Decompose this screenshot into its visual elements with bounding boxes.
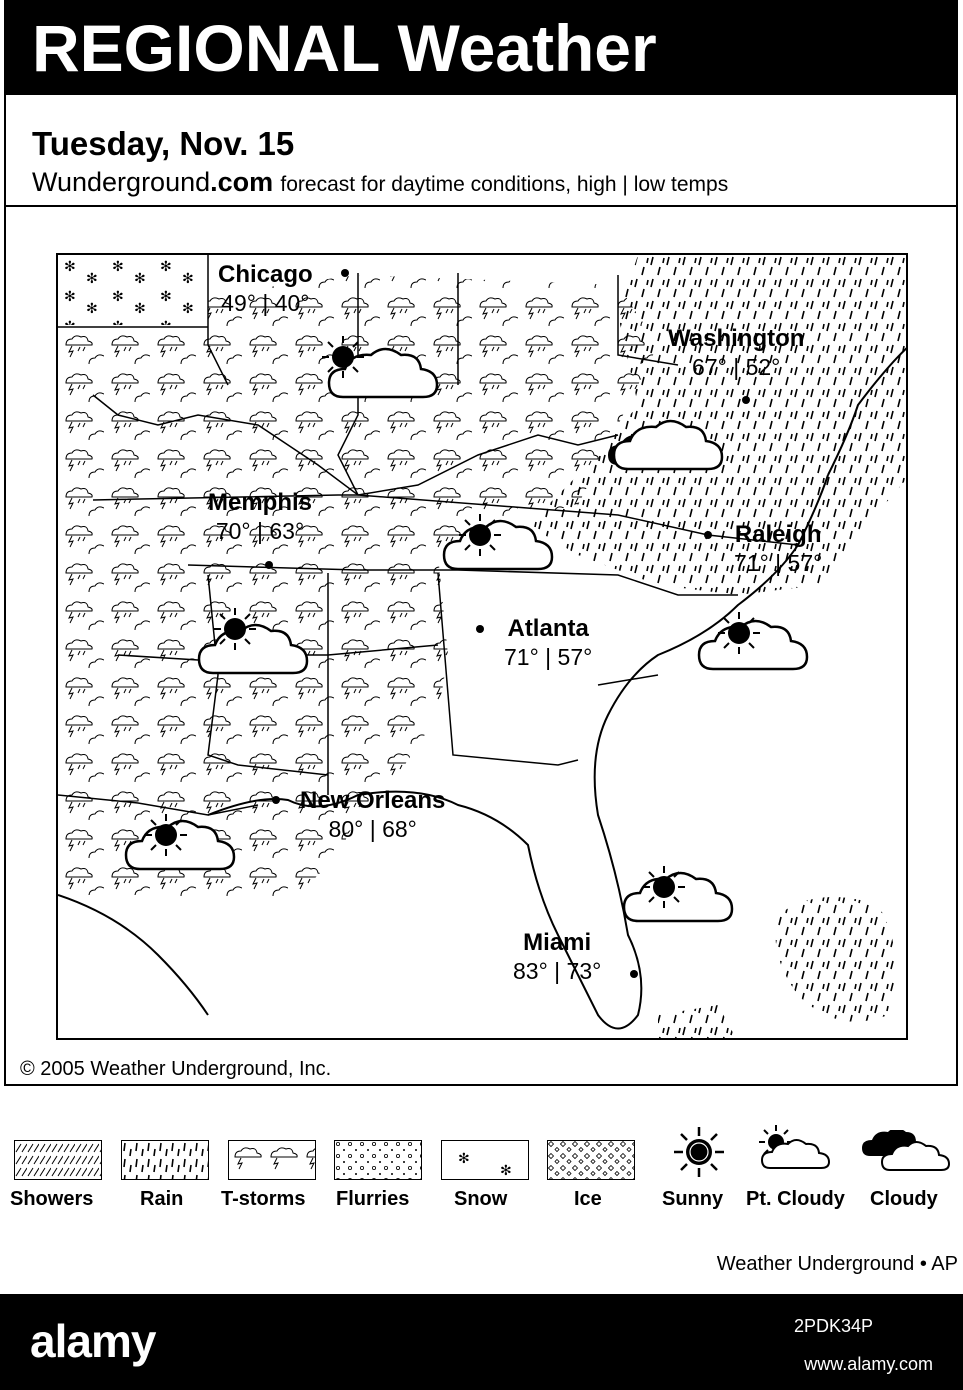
sun-icon	[674, 1127, 724, 1177]
miami-weather-icon	[622, 865, 734, 923]
raleigh-weather-icon	[697, 611, 809, 671]
flurries-pattern-icon	[334, 1140, 422, 1180]
weather-map: ✻ ✻	[56, 253, 908, 1040]
site-name: Wunderground	[32, 167, 211, 197]
city-name: Chicago	[218, 261, 313, 288]
city-washington: Washington 67° | 52°	[668, 325, 804, 381]
city-memphis: Memphis 70° | 63°	[208, 489, 312, 545]
city-temps: 67° | 52°	[692, 354, 781, 380]
legend-label-flurries: Flurries	[336, 1188, 410, 1210]
new-orleans-marker	[272, 796, 280, 804]
city-name: Atlanta	[507, 615, 589, 642]
header-divider	[4, 205, 958, 207]
legend-label-pt-cloudy: Pt. Cloudy	[746, 1188, 845, 1210]
miami-marker	[630, 970, 638, 978]
title-bar	[4, 0, 958, 95]
map-frame	[4, 0, 958, 1086]
city-name: Memphis	[208, 489, 313, 516]
city-chicago: Chicago 49° | 40°	[218, 261, 313, 317]
legend-label-sunny: Sunny	[662, 1188, 724, 1210]
legend-label-ice: Ice	[574, 1188, 602, 1210]
pt-cloudy-icon	[759, 1125, 831, 1169]
city-name: Miami	[523, 929, 592, 956]
chicago-marker	[341, 269, 349, 277]
showers-pattern-icon	[14, 1140, 102, 1180]
city-temps: 71° | 57°	[734, 550, 823, 576]
page-title: REGIONAL Weather	[32, 11, 657, 85]
atlanta-marker	[476, 625, 484, 633]
svg-text:✻: ✻	[458, 1151, 470, 1167]
forecast-subtitle: Wunderground.com forecast for daytime co…	[32, 167, 728, 198]
washington-marker	[742, 396, 750, 404]
alamy-logo: alamy	[30, 1315, 156, 1367]
legend-label-cloudy: Cloudy	[870, 1188, 938, 1210]
watermark-footer: alamy 2PDK34P www.alamy.com	[0, 1294, 963, 1390]
city-temps: 71° | 57°	[504, 644, 593, 670]
city-temps: 80° | 68°	[328, 816, 417, 842]
city-new-orleans: New Orleans 80° | 68°	[300, 787, 445, 843]
cloudy-icon	[862, 1130, 951, 1171]
raleigh-marker	[704, 531, 712, 539]
image-id: 2PDK34P	[793, 1316, 873, 1336]
legend-label-rain: Rain	[140, 1188, 184, 1210]
footer-url: www.alamy.com	[804, 1354, 933, 1374]
city-temps: 70° | 63°	[215, 518, 305, 544]
snow-pattern-icon: ✻✻	[441, 1140, 529, 1180]
forecast-description: forecast for daytime conditions, high | …	[280, 173, 729, 196]
city-temps: 83° | 73°	[513, 958, 602, 984]
map-graphic: ✻ ✻	[58, 255, 906, 1038]
city-name: Raleigh	[734, 521, 822, 548]
city-name: New Orleans	[300, 787, 446, 814]
city-name: Washington	[668, 325, 805, 352]
credit-line: Weather Underground • AP	[716, 1253, 958, 1275]
legend-label-snow: Snow	[454, 1188, 508, 1210]
rain-pattern-icon	[121, 1140, 209, 1180]
copyright-notice: © 2005 Weather Underground, Inc.	[20, 1058, 332, 1080]
site-tld: .com	[210, 167, 274, 197]
svg-text:✻: ✻	[500, 1163, 512, 1179]
city-atlanta: Atlanta 71° | 57°	[504, 615, 592, 671]
memphis-marker	[265, 561, 273, 569]
ice-pattern-icon	[547, 1140, 635, 1180]
legend-label-tstorms: T-storms	[221, 1188, 306, 1210]
city-miami: Miami 83° | 73°	[513, 929, 601, 985]
city-raleigh: Raleigh 71° | 57°	[734, 521, 822, 577]
legend-label-showers: Showers	[10, 1188, 94, 1210]
city-temps: 49° | 40°	[221, 290, 310, 316]
forecast-date: Tuesday, Nov. 15	[32, 125, 295, 162]
tstorms-pattern-icon	[228, 1140, 316, 1180]
